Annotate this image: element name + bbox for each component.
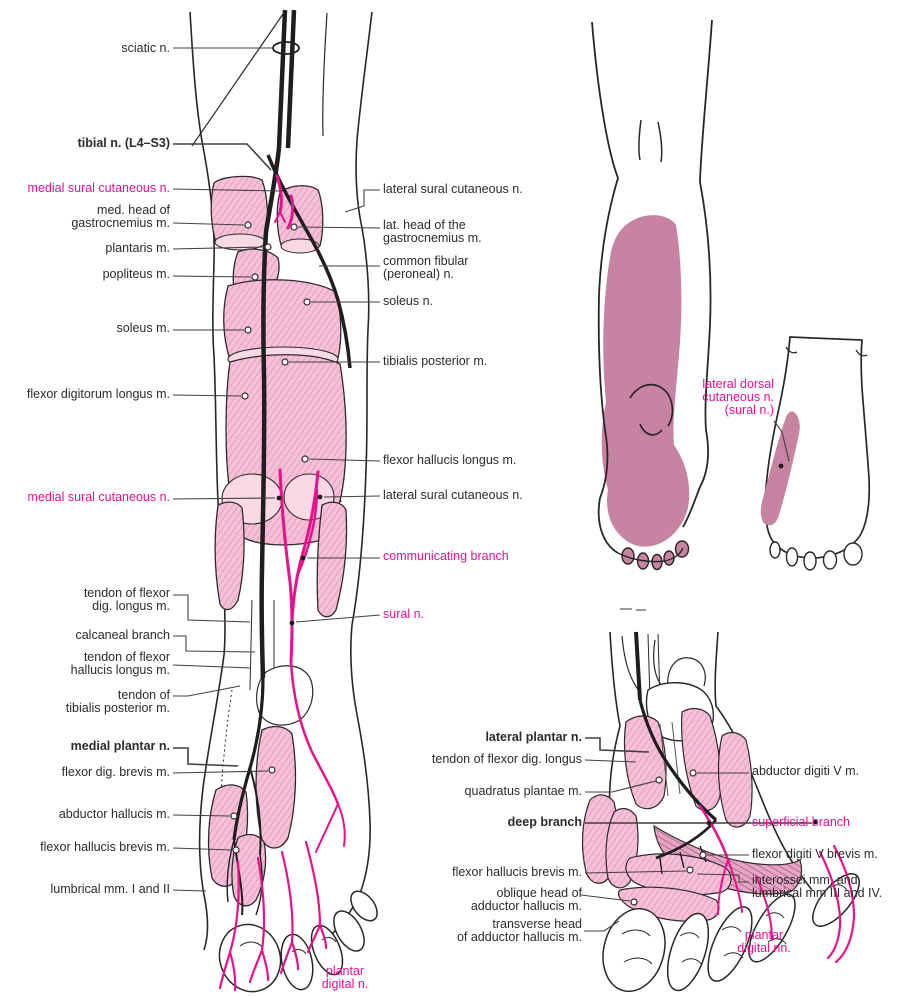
label-lumbrical-mm-i-and-ii: lumbrical mm. I and II xyxy=(50,882,170,896)
label-popliteus-m: popliteus m. xyxy=(102,267,170,281)
label-soleus-m: soleus m. xyxy=(116,321,171,335)
label-tendon-of-flexor-dig-longus-m: tendon of flexor dig. longus m. xyxy=(83,586,170,614)
label-med-head-of-gastrocnemius-m: med. head of gastrocnemius m. xyxy=(71,203,170,231)
label-flexor-hallucis-brevis-m-2: flexor hallucis brevis m. xyxy=(452,865,582,879)
label-communicating-branch: communicating branch xyxy=(383,549,509,563)
label-lateral-dorsal-cutaneous-n: lateral dorsal cutaneous n. (sural n.) xyxy=(702,377,774,418)
label-superficial-branch: superficial branch xyxy=(752,815,850,829)
medial-plantar-nerve xyxy=(232,677,265,841)
label-lateral-sural-cutaneous-n-1: lateral sural cutaneous n. xyxy=(383,182,523,196)
label-soleus-n: soleus n. xyxy=(383,294,434,308)
label-sciatic-n: sciatic n. xyxy=(121,41,170,55)
label-tibialis-posterior-m: tibialis posterior m. xyxy=(383,354,488,368)
label-medial-sural-cutaneous-n-1: medial sural cutaneous n. xyxy=(27,181,170,195)
plantar-digital-nerves xyxy=(218,860,240,992)
leader-filled-dots xyxy=(276,463,818,826)
communicating-branch-nerve xyxy=(295,488,319,578)
leader-open-dots xyxy=(230,221,707,906)
label-tendon-of-flexor-hallucis-longus-m: tendon of flexor hallucis longus m. xyxy=(70,650,170,678)
label-interossei-and-lumbrical-mm: interossei mm. and lumbrical mm III and … xyxy=(752,873,883,901)
label-flexor-hallucis-longus-m: flexor hallucis longus m. xyxy=(383,453,517,467)
label-oblique-head-of-adductor-hallucis-m: oblique head of adductor hallucis m. xyxy=(470,886,582,914)
label-flexor-dig-brevis-m: flexor dig. brevis m. xyxy=(61,765,170,779)
label-abductor-digiti-v-m: abductor digiti V m. xyxy=(752,764,859,778)
plantar-digital-nerves-2 xyxy=(818,850,842,960)
label-flexor-digiti-v-brevis-m: flexor digiti V brevis m. xyxy=(752,847,878,861)
label-plantaris-m: plantaris m. xyxy=(105,241,170,255)
label-lat-head-of-gastrocnemius-m: lat. head of the gastrocnemius m. xyxy=(383,218,482,246)
label-plantar-digital-n: plantar digital n. xyxy=(321,964,369,992)
plantar-foot-muscles xyxy=(581,707,803,922)
label-sural-n: sural n. xyxy=(383,607,424,621)
label-lateral-sural-cutaneous-n-2: lateral sural cutaneous n. xyxy=(383,488,523,502)
sural-nerve-magenta xyxy=(218,174,346,992)
label-tibial-n: tibial n. (L4–S3) xyxy=(77,136,170,150)
label-medial-sural-cutaneous-n-2: medial sural cutaneous n. xyxy=(27,490,170,504)
label-plantar-digital-nn: plantar digital nn. xyxy=(737,928,791,956)
cutaneous-map-leg xyxy=(591,19,713,571)
label-medial-plantar-n: medial plantar n. xyxy=(70,739,170,753)
label-tendon-of-flexor-dig-longus: tendon of flexor dig. longus xyxy=(431,752,582,766)
label-flexor-digitorum-longus-m: flexor digitorum longus m. xyxy=(26,387,170,401)
plantar-foot-toes xyxy=(602,873,860,993)
cutaneous-map-dorsal-foot xyxy=(760,336,871,571)
lateral-dorsal-cutaneous-area xyxy=(760,411,800,526)
medial-sural-cutaneous-nerve xyxy=(278,468,294,664)
label-calcaneal-branch: calcaneal branch xyxy=(75,628,170,642)
label-flexor-hallucis-brevis-m: flexor hallucis brevis m. xyxy=(40,840,170,854)
label-deep-branch: deep branch xyxy=(507,815,582,829)
label-abductor-hallucis-m: abductor hallucis m. xyxy=(58,807,170,821)
sciatic-loop xyxy=(272,41,300,55)
leg-toes xyxy=(218,890,378,993)
label-transverse-head-of-adductor-hallucis-m: transverse head of adductor hallucis m. xyxy=(456,917,582,945)
sural-nerve-continuation xyxy=(289,660,340,806)
label-lateral-plantar-n: lateral plantar n. xyxy=(485,730,582,744)
leg-muscles xyxy=(207,175,348,907)
leader-lines xyxy=(172,47,812,932)
label-tendon-of-tibialis-posterior-m: tendon of tibialis posterior m. xyxy=(65,688,170,716)
label-common-fibular-peroneal-n: common fibular (peroneal) n. xyxy=(383,254,469,282)
label-quadratus-plantae-m: quadratus plantae m. xyxy=(464,784,582,798)
